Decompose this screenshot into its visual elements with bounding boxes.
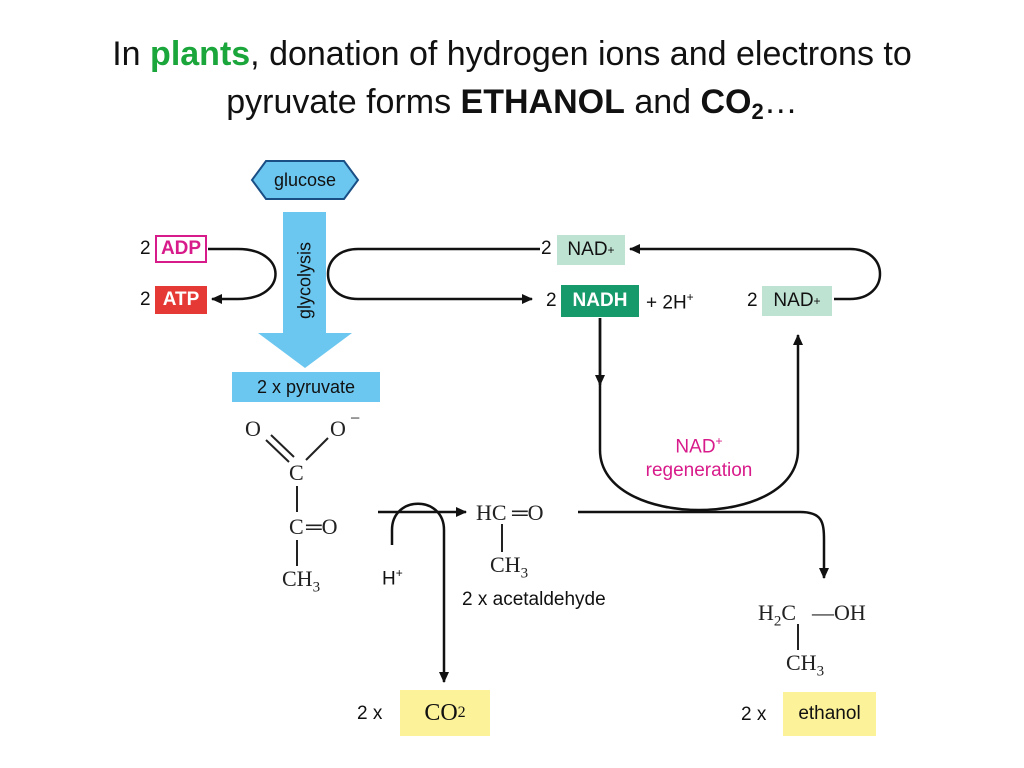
co2-label: CO bbox=[424, 699, 458, 726]
acetaldehyde-carbonyl-o: ═O bbox=[512, 500, 544, 525]
acetaldehyde-to-ethanol-arrow bbox=[578, 510, 829, 579]
ethanol-methyl-ch: CH bbox=[786, 650, 817, 675]
pyruvate-o-right: O bbox=[330, 416, 346, 441]
nad-regeneration-label: regeneration bbox=[645, 460, 753, 481]
nad-return-arrow bbox=[629, 244, 882, 301]
title-co-subscript: 2 bbox=[751, 99, 764, 124]
title-ellipsis: … bbox=[763, 83, 798, 121]
adp-to-atp-arrow bbox=[208, 247, 277, 304]
ethanol-h: H bbox=[758, 600, 774, 625]
pyruvate-double-bond-b bbox=[270, 434, 295, 458]
title-ethanol: ETHANOL bbox=[460, 83, 625, 121]
pyruvate-carbonyl-o: ═O bbox=[306, 514, 338, 539]
nad-regeneration-nad: NAD bbox=[675, 436, 716, 458]
ethanol-methyl: CH3 bbox=[786, 650, 824, 680]
nad-to-nadh-arrow bbox=[326, 247, 540, 304]
pyruvate-minus: − bbox=[350, 408, 361, 428]
h-plus-label: H+ bbox=[382, 566, 403, 590]
pyruvate-methyl-ch: CH bbox=[282, 566, 313, 591]
nad-top-plus: + bbox=[607, 243, 615, 257]
ethanol-hydroxyl: —OH bbox=[812, 600, 866, 625]
ethanol-methyl-sub: 3 bbox=[816, 663, 825, 680]
acetaldehyde-methyl: CH3 bbox=[490, 552, 528, 582]
h-plus-h: H bbox=[382, 568, 396, 590]
ethanol-count: 2 x bbox=[741, 704, 767, 725]
pyruvate-box: 2 x pyruvate bbox=[232, 372, 380, 402]
nad-right-plus: + bbox=[813, 294, 821, 308]
nadh-hydrogen: + 2H+ bbox=[646, 290, 694, 314]
nad-right-label: NAD bbox=[773, 290, 814, 311]
adp-box: ADP bbox=[155, 235, 207, 263]
h-plus-sign: + bbox=[395, 566, 403, 580]
title-plants: plants bbox=[150, 35, 251, 73]
nad-regeneration-curve bbox=[598, 318, 803, 512]
title-text-pyruvate: pyruvate forms bbox=[226, 83, 461, 121]
title-text-in: In bbox=[112, 35, 151, 73]
pyruvate-carbon-2: C bbox=[289, 514, 304, 539]
nadh-box: NADH bbox=[561, 285, 639, 317]
acetaldehyde-methyl-ch: CH bbox=[490, 552, 521, 577]
pyruvate-single-bond bbox=[305, 437, 329, 461]
adp-count: 2 bbox=[140, 238, 151, 259]
nadh-hydrogen-text: + 2H bbox=[646, 292, 687, 314]
nad-top-count: 2 bbox=[541, 238, 552, 259]
glucose-label: glucose bbox=[273, 169, 337, 190]
glycolysis-arrow bbox=[258, 212, 352, 368]
acetaldehyde-methyl-sub: 3 bbox=[520, 565, 529, 582]
nad-top-box: NAD+ bbox=[557, 235, 625, 265]
atp-count: 2 bbox=[140, 289, 151, 310]
nad-right-box: NAD+ bbox=[762, 286, 832, 316]
ethanol-h-sub: 2 bbox=[773, 613, 782, 630]
title-line-1: In plants, donation of hydrogen ions and… bbox=[0, 30, 1024, 78]
glucose-hexagon bbox=[250, 160, 360, 200]
acetaldehyde-label: 2 x acetaldehyde bbox=[462, 589, 606, 610]
nadh-count: 2 bbox=[546, 290, 557, 311]
co2-subscript: 2 bbox=[457, 704, 466, 721]
pyruvate-o-left: O bbox=[245, 416, 261, 441]
nad-top-label: NAD bbox=[567, 239, 608, 260]
title-text-and: and bbox=[624, 83, 701, 121]
pyruvate-double-bond-a bbox=[265, 439, 290, 463]
atp-box: ATP bbox=[155, 286, 207, 314]
ethanol-box: ethanol bbox=[783, 692, 876, 736]
pyruvate-methyl: CH3 bbox=[282, 566, 320, 596]
glycolysis-label: glycolysis bbox=[294, 241, 315, 320]
ethanol-c: C bbox=[781, 600, 797, 625]
pyruvate-carbon-1: C bbox=[289, 460, 304, 485]
nad-regeneration-plus: + bbox=[715, 434, 723, 448]
nadh-hydrogen-plus: + bbox=[686, 290, 694, 304]
pyruvate-methyl-sub: 3 bbox=[312, 579, 321, 596]
acetaldehyde-hc: HC bbox=[476, 500, 507, 525]
title-co: CO bbox=[700, 83, 752, 121]
co2-count: 2 x bbox=[357, 703, 383, 724]
title-line-2: pyruvate forms ETHANOL and CO2… bbox=[0, 78, 1024, 136]
title-text-donation: , donation of hydrogen ions and electron… bbox=[250, 35, 912, 73]
co2-release-arrow bbox=[390, 502, 449, 683]
nad-right-count: 2 bbox=[747, 290, 758, 311]
ethanol-h2c: H2C bbox=[758, 600, 796, 630]
nad-regeneration-title: NAD+ bbox=[626, 434, 772, 458]
